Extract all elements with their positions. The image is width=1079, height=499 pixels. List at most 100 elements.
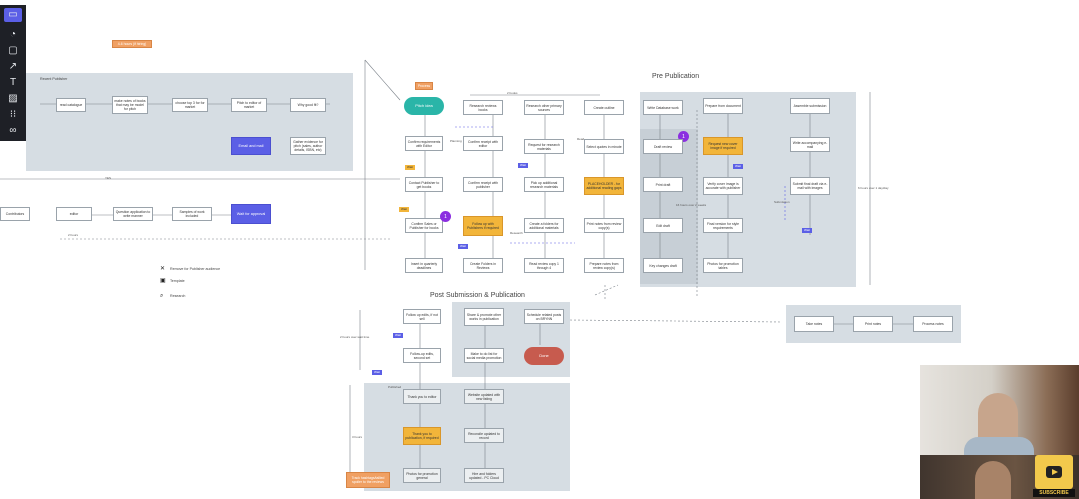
take-notes-node[interactable]: Take notes [794, 316, 834, 332]
read-review-copy-node[interactable]: Read review copy 1 through 4 [524, 258, 564, 273]
follow-up-edits2-node[interactable]: Follow-up edits, second set [403, 348, 441, 363]
choose-top-node[interactable]: choose top 3 for for market [172, 98, 208, 112]
hire-folders-node[interactable]: Hire and folders updated - PC Cloud [464, 468, 504, 483]
subscribe-button[interactable]: SUBSCRIBE [1033, 489, 1075, 497]
wait-chip-7: Wait [393, 333, 403, 338]
insert-quarterly-node[interactable]: Insert in quarterly deadlines [405, 258, 443, 273]
legend-remove: Remove for Publisher audience [170, 267, 221, 271]
request-cover-node[interactable]: Request new cover image if required [703, 137, 743, 155]
photos-general-node[interactable]: Photos for promotion general [403, 468, 441, 483]
submit-final-node[interactable]: Submit final draft via e-mail with image… [790, 177, 830, 195]
link-icon[interactable]: ∞ [9, 125, 17, 136]
final-version-node[interactable]: Final version for style requirements [703, 218, 743, 233]
follow-up-publishers-node[interactable]: Follow up with Publishers if required [463, 216, 503, 236]
request-research-node[interactable]: Request for research materials [524, 139, 564, 154]
write-database-node[interactable]: Write Database work [643, 100, 683, 115]
second-face [975, 461, 1011, 499]
three-hours-label: 3 hours [352, 435, 363, 439]
make-notes-node[interactable]: make notes of books that may be model fo… [112, 96, 148, 114]
question-application-node[interactable]: Question application to write manner [113, 207, 153, 221]
edit-draft-node[interactable]: Edit draft [643, 218, 683, 233]
assemble-submission-node[interactable]: Assemble submission [790, 98, 830, 114]
read-label: Read [577, 137, 585, 141]
write-accompanying-node[interactable]: Write accompanying e-mail [790, 137, 830, 152]
remove-icon: ✕ [160, 266, 166, 272]
reconcile-node[interactable]: Reconcile updated to record [464, 428, 504, 443]
website-updated-node[interactable]: Website updated with new listing [464, 389, 504, 404]
create-folders-node[interactable]: Create Folders in Reviews [463, 258, 503, 273]
shapes-icon[interactable]: ◔ [9, 29, 17, 40]
recent-publisher-title: Recent Publisher [40, 77, 68, 81]
two-hours-label: 2 hours [68, 233, 79, 237]
legend-template: Template [170, 279, 185, 283]
wait-chip-4: Wait [518, 163, 528, 168]
prepare-document-node[interactable]: Prepare from document [703, 98, 743, 114]
sticky-note-icon[interactable]: ▢ [8, 45, 18, 56]
wait-chip-5: Wait [733, 164, 743, 169]
verify-cover-node[interactable]: Verify cover image is accurate with publ… [703, 177, 743, 195]
create-outline-node[interactable]: Create outline [584, 100, 624, 115]
hiring-tag[interactable]: 4-6 hours (if hiring) [112, 40, 152, 48]
track-hashtags-node[interactable]: Track hashtags/tallied spoiler to the re… [346, 472, 390, 488]
template-icon: ▣ [160, 278, 166, 284]
two-hours-wait-label: 2 hours over wait time [340, 335, 370, 339]
hours-edit-label: 16 hours over 2 weeks [676, 203, 707, 207]
contributors-node[interactable]: Contributors [0, 207, 30, 221]
process-node[interactable]: Process [415, 82, 433, 90]
play-icon[interactable] [1035, 455, 1073, 489]
samples-work-node[interactable]: Samples of work included [172, 207, 212, 221]
submission-label: Submission [774, 200, 790, 204]
grid-icon[interactable]: ⁝⁝ [9, 109, 17, 120]
legend-research: Research [170, 294, 186, 298]
key-changes-node[interactable]: Key changes draft [643, 258, 683, 273]
pitch-idea-node[interactable]: Pitch idea [404, 97, 444, 115]
done-node[interactable]: Done [524, 347, 564, 365]
pitch-editor-node[interactable]: Pitch to editor of market [231, 98, 267, 112]
follow-up-edits-node[interactable]: Follow up edits, if not sell [403, 309, 441, 324]
research-other-node[interactable]: Research other primary sources [524, 100, 564, 115]
draft-review-node[interactable]: Draft review [643, 139, 683, 154]
print-draft-node[interactable]: Print draft [643, 177, 683, 192]
email-mail-node[interactable]: Email and mail [231, 137, 271, 155]
confirm-requirements-node[interactable]: Confirm requirements with Editor [405, 136, 443, 151]
editor-node[interactable]: editor [56, 207, 92, 221]
prepare-notes-node[interactable]: Prepare notes from review copy(s) [584, 258, 624, 273]
thank-publication-node[interactable]: Thank you to publication, if required [403, 427, 441, 445]
two-books-label: 2 books [507, 91, 518, 95]
gather-evidence-node[interactable]: Gather evidence for pitch (sales, author… [290, 137, 326, 155]
yes-label: YES [105, 176, 112, 180]
photos-promotion-node[interactable]: Photos for promotion tables [703, 258, 743, 273]
print-notes-node[interactable]: Print notes from review copy(s) [584, 218, 624, 233]
frame-button[interactable] [4, 8, 22, 22]
confirm-sales-node[interactable]: Confirm Sales or Publisher for books [405, 218, 443, 233]
wait-chip-3: Wait [458, 244, 468, 249]
placeholder-node[interactable]: PLACEHOLDER - for additional reading gap… [584, 177, 624, 195]
share-promote-node[interactable]: Share & promote other works in publicati… [464, 308, 504, 326]
thank-editor-node[interactable]: Thank you to editor [403, 389, 441, 404]
contact-publisher-node[interactable]: Contact Publisher to get books [405, 177, 443, 192]
arrow-icon[interactable]: ↗ [8, 61, 18, 72]
wait-chip-1: Wait [405, 165, 415, 170]
make-to-do-node[interactable]: Make to do list for social media promoti… [464, 348, 504, 363]
research-reviews-node[interactable]: Research reviews books [463, 100, 503, 115]
process-notes-node[interactable]: Process notes [913, 316, 953, 332]
confirm-receipt-editor-node[interactable]: Confirm receipt with editor [463, 136, 503, 151]
print-notes-right-node[interactable]: Print notes [853, 316, 893, 332]
step-badge-2: 1 [678, 131, 689, 142]
pick-up-additional-node[interactable]: Pick up additional research materials [524, 177, 564, 192]
step-badge-1: 1 [440, 211, 451, 222]
confirm-receipt-publisher-node[interactable]: Confirm receipt with publisher [463, 177, 503, 192]
research-label: Research [510, 231, 523, 235]
why-good-node[interactable]: Why good fit? [290, 98, 326, 112]
schedule-posts-node[interactable]: Schedule related posts on BRYNN [524, 309, 564, 324]
read-catalogue-node[interactable]: read catalogue [56, 98, 86, 112]
image-icon[interactable]: ▨ [8, 93, 18, 104]
text-icon[interactable]: T [9, 77, 17, 88]
create-folders-additional-node[interactable]: Create a folders for additional material… [524, 218, 564, 233]
wait-chip-6: Wait [802, 228, 812, 233]
presenter-shirt [964, 437, 1034, 457]
frame-icon[interactable]: ▭ [8, 9, 18, 20]
wait-approval-node[interactable]: Wait for approval [231, 204, 271, 224]
select-quotes-node[interactable]: Select quotes in minute [584, 139, 624, 154]
